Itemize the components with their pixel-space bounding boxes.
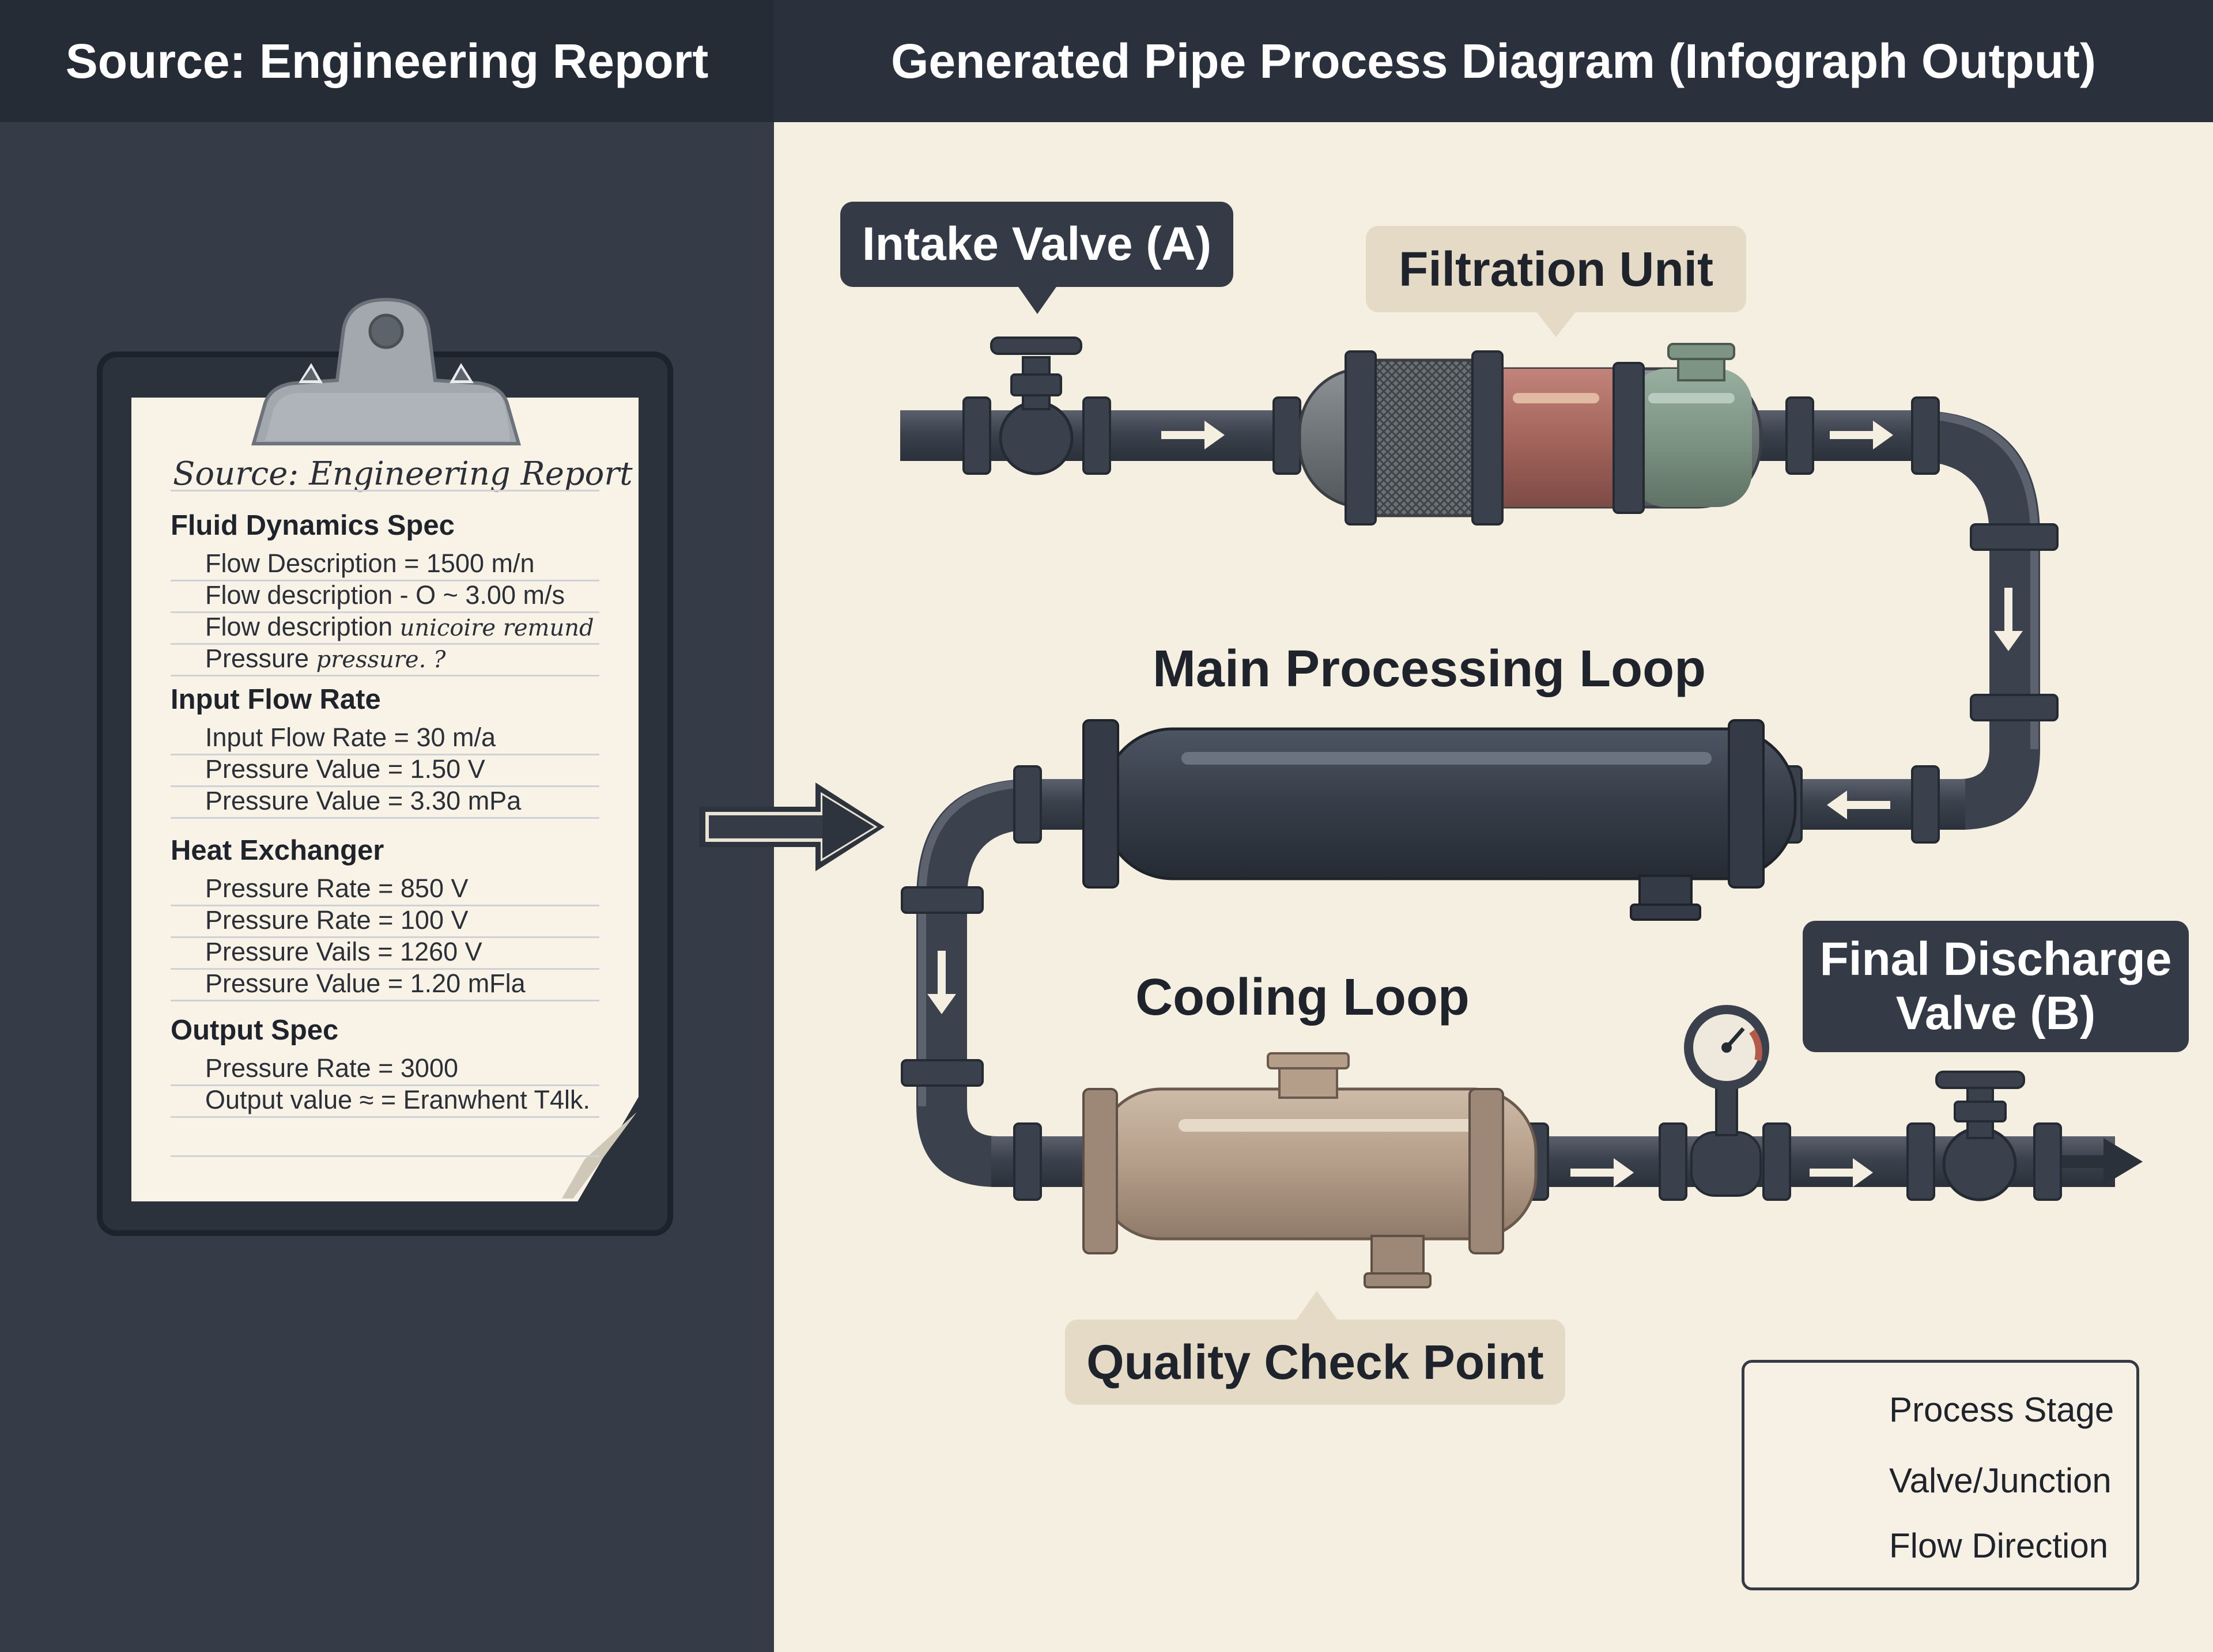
paper-rule (171, 785, 599, 787)
diagram-header-text: Generated Pipe Process Diagram (Infograp… (890, 33, 2097, 88)
flow-arrow-icon (1830, 421, 1893, 449)
legend (1742, 1360, 2139, 1590)
report-item-text: Input Flow Rate = 30 m/a (205, 723, 496, 752)
filtration-unit-label: Filtration Unit (1399, 241, 1713, 296)
flow-arrow-icon (1161, 421, 1225, 449)
paper-rule (171, 580, 599, 581)
report-item-text: Pressure (205, 644, 309, 673)
report-item-text: Pressure Value = 3.30 mPa (205, 786, 522, 815)
intake-valve-icon (990, 337, 1082, 475)
report-item-text: Flow description - O ~ 3.00 m/s (205, 580, 565, 610)
final-discharge-label-line1: Final Discharge (1819, 933, 2172, 985)
cooling-loop-label: Cooling Loop (1135, 969, 1470, 1026)
report-item-text: Pressure Rate = 850 V (205, 874, 469, 903)
filtration-unit-callout: Filtration Unit (1366, 226, 1746, 312)
paper-rule (171, 968, 599, 970)
report-item-text: Flow Description = 1500 m/n (205, 549, 535, 578)
intake-valve-callout: Intake Valve (A) (840, 202, 1233, 287)
flow-arrow-icon (1810, 1158, 1873, 1187)
filtration-unit-icon (1298, 343, 1762, 526)
report-title: Source: Engineering Report (173, 455, 633, 493)
report-item-text: Pressure Value = 1.20 mFla (205, 969, 526, 998)
report-item: Pressure Rate = 3000 (205, 1053, 458, 1083)
main-loop-label: Main Processing Loop (1152, 640, 1706, 698)
report-item-text: Pressure Rate = 3000 (205, 1053, 459, 1083)
paper-rule (171, 754, 599, 755)
report-item: Pressure Rate = 100 V (205, 905, 469, 935)
final-discharge-valve-icon (1935, 1071, 2025, 1201)
paper-rule (171, 611, 599, 613)
report-item-handwritten-note: unicoire remund (399, 615, 594, 641)
report-item-text: Flow description (205, 612, 393, 641)
report-item: Pressure Value = 1.50 V (205, 754, 485, 784)
final-discharge-label-line2: Valve (B) (1895, 987, 2096, 1039)
flow-arrow-icon (1570, 1158, 1634, 1187)
paper-rule (171, 675, 599, 676)
cooling-tank-icon (1082, 1052, 1538, 1288)
paper-rule (171, 1116, 599, 1118)
report-section-heading: Output Spec (171, 1015, 339, 1046)
paper-rule (171, 936, 599, 938)
report-item: Pressure pressure. ? (205, 644, 445, 674)
flow-arrow-icon (927, 951, 956, 1014)
source-header: Source: Engineering Report (0, 0, 774, 122)
quality-check-label: Quality Check Point (1086, 1335, 1544, 1389)
legend-valve-junction: Valve/Junction (1889, 1461, 2112, 1500)
paper-rule (171, 643, 599, 645)
source-header-text: Source: Engineering Report (65, 33, 709, 88)
report-item: Pressure Rate = 850 V (205, 874, 469, 904)
final-discharge-callout: Final Discharge Valve (B) (1803, 921, 2189, 1052)
report-item: Flow description - O ~ 3.00 m/s (205, 580, 565, 610)
report-item: Pressure Vails = 1260 V (205, 937, 482, 967)
report-item-text: Pressure Vails = 1260 V (205, 937, 482, 966)
paper-rule (171, 1155, 599, 1157)
paper-rule (171, 490, 599, 492)
report-section-heading: Fluid Dynamics Spec (171, 510, 455, 541)
report-item: Pressure Value = 3.30 mPa (205, 786, 521, 816)
report-item: Flow Description = 1500 m/n (205, 549, 535, 579)
report-item-text: Pressure Value = 1.50 V (205, 754, 485, 784)
intake-valve-label: Intake Valve (A) (862, 218, 1212, 270)
report-item-handwritten-note: pressure. ? (316, 647, 446, 673)
quality-check-callout: Quality Check Point (1065, 1320, 1565, 1405)
report-section-heading: Input Flow Rate (171, 684, 381, 715)
report-item: Flow description unicoire remund (205, 612, 594, 642)
paper-rule (171, 817, 599, 819)
legend-process-stage: Process Stage (1889, 1390, 2114, 1429)
legend-flow-direction: Flow Direction (1889, 1526, 2109, 1565)
clipboard-clip-icon (251, 297, 521, 445)
paper-rule (171, 1084, 599, 1086)
report-item-text: Output value ≈ = Eranwhent T4lk. (205, 1085, 590, 1114)
flow-arrow-icon (1994, 588, 2023, 651)
paper-rule (171, 905, 599, 906)
report-item: Input Flow Rate = 30 m/a (205, 723, 496, 753)
report-item: Output value ≈ = Eranwhent T4lk. (205, 1085, 590, 1115)
main-processing-tank-icon (1082, 719, 1797, 921)
paper-rule (171, 1000, 599, 1001)
pressure-gauge-icon (1684, 1005, 1769, 1197)
report-section-heading: Heat Exchanger (171, 835, 384, 866)
clipboard-paper (131, 398, 639, 1201)
flow-arrow-icon (1827, 791, 1890, 819)
diagram-header: Generated Pipe Process Diagram (Infograp… (774, 0, 2213, 122)
transform-arrow-icon (699, 782, 885, 871)
report-item: Pressure Value = 1.20 mFla (205, 969, 526, 999)
report-item-text: Pressure Rate = 100 V (205, 905, 469, 935)
